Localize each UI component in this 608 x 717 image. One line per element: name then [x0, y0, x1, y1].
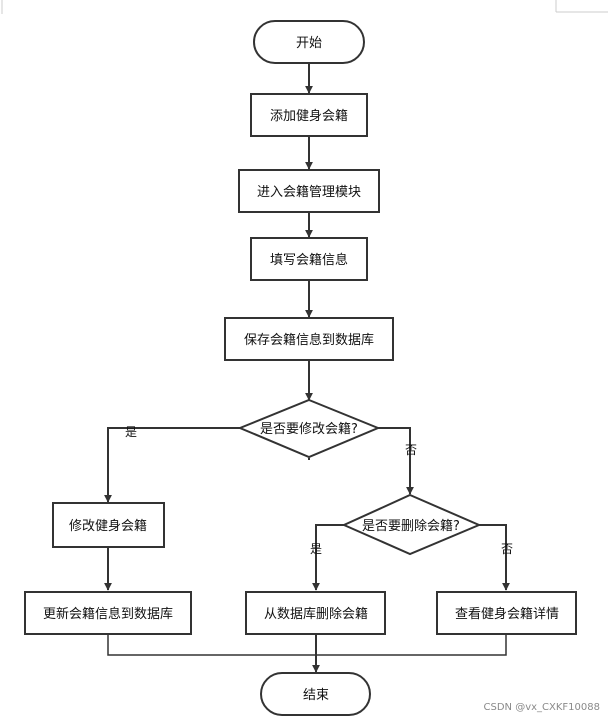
- edge-delete-no: [478, 524, 510, 591]
- add-membership-node: 添加健身会籍: [250, 93, 368, 137]
- watermark: CSDN @vx_CXKF10088: [484, 702, 600, 713]
- edge-label-modify-no: 否: [405, 443, 417, 457]
- modify-decision-node: 是否要修改会籍?: [237, 398, 381, 459]
- save-db-label: 保存会籍信息到数据库: [244, 332, 374, 348]
- modify-decision-label: 是否要修改会籍?: [260, 421, 358, 437]
- add-membership-label: 添加健身会籍: [270, 108, 348, 124]
- end-label: 结束: [303, 688, 329, 703]
- modify-label: 修改健身会籍: [69, 518, 147, 534]
- update-db-label: 更新会籍信息到数据库: [43, 606, 173, 622]
- edge-label-modify-yes: 是: [125, 425, 137, 439]
- edge-delete-yes: [312, 524, 345, 591]
- view-detail-node: 查看健身会籍详情: [436, 591, 577, 635]
- edge-label-delete-yes: 是: [310, 542, 322, 556]
- edge-label-delete-no: 否: [501, 542, 513, 556]
- fill-info-label: 填写会籍信息: [270, 252, 348, 268]
- update-db-node: 更新会籍信息到数据库: [24, 591, 192, 635]
- start-label: 开始: [296, 36, 322, 51]
- delete-db-node: 从数据库删除会籍: [245, 591, 386, 635]
- view-detail-label: 查看健身会籍详情: [455, 606, 559, 622]
- edge-modify-no: [376, 427, 414, 495]
- edge-merge-line: [107, 635, 507, 656]
- edge-modify-yes: [104, 427, 240, 503]
- window-corner-lines: [1, 0, 608, 14]
- save-db-node: 保存会籍信息到数据库: [224, 317, 394, 361]
- enter-module-node: 进入会籍管理模块: [238, 169, 380, 213]
- enter-module-label: 进入会籍管理模块: [257, 184, 361, 200]
- connectors: [104, 64, 510, 673]
- start-node: 开始: [253, 20, 365, 64]
- delete-decision-node: 是否要删除会籍?: [341, 493, 482, 556]
- delete-db-label: 从数据库删除会籍: [264, 606, 368, 622]
- delete-decision-label: 是否要删除会籍?: [362, 518, 460, 534]
- end-node: 结束: [260, 672, 371, 716]
- modify-node: 修改健身会籍: [52, 502, 165, 548]
- fill-info-node: 填写会籍信息: [250, 237, 368, 281]
